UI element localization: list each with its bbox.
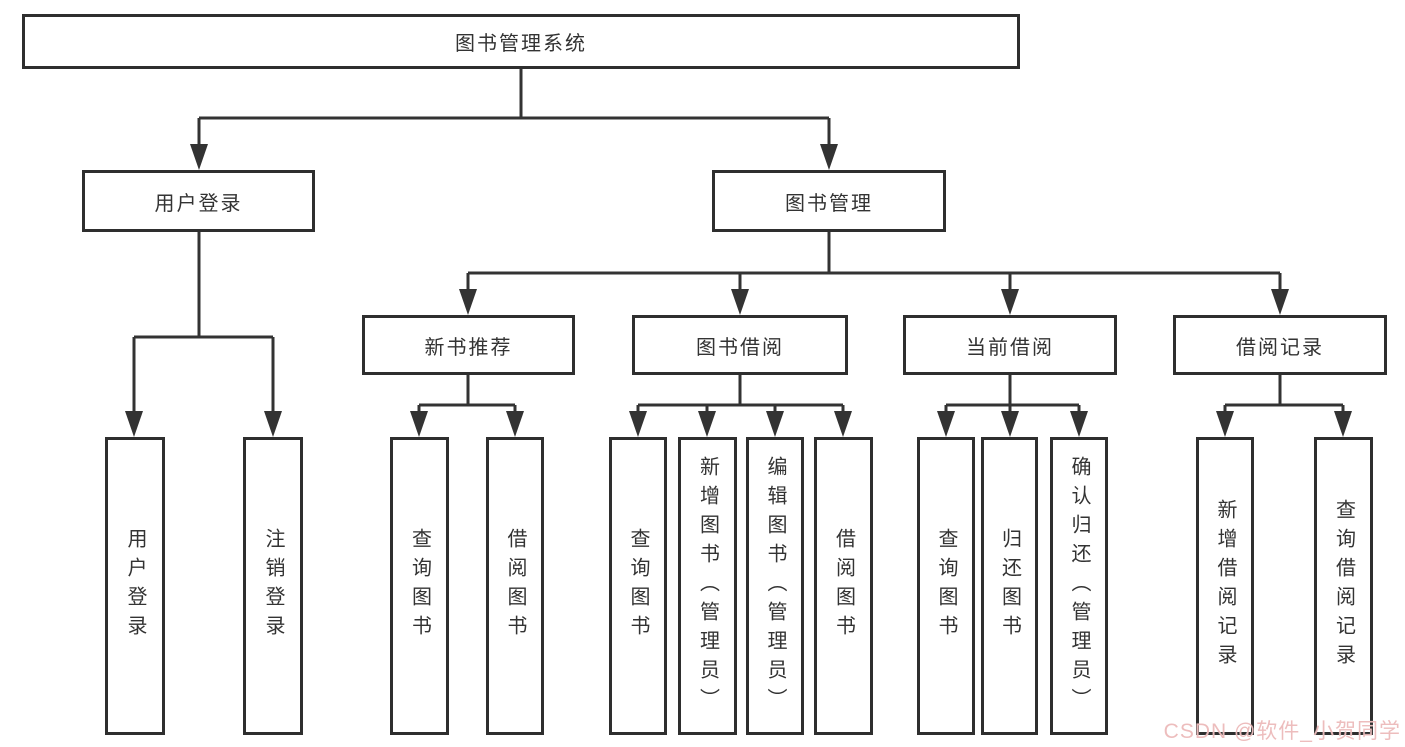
node-borrow-records: 借阅记录 [1173,315,1387,375]
leaf-edit-books-admin: 编辑图书（管理员） [746,437,804,735]
leaf-borrow-books-1: 借阅图书 [486,437,544,735]
connector-bookmgmt-to-level2 [466,232,1282,293]
leaf-borrow-books-2: 借阅图书 [814,437,873,735]
node-user-login: 用户登录 [82,170,315,232]
leaf-return-books: 归还图书 [981,437,1038,735]
leaf-add-borrow-record: 新增借阅记录 [1196,437,1254,735]
connector-root-to-level1 [197,69,831,148]
leaf-query-borrow-record: 查询借阅记录 [1314,437,1373,735]
arrowheads-level2 [459,289,1289,315]
node-new-book-recommend: 新书推荐 [362,315,575,375]
arrowheads-level1 [190,144,838,170]
csdn-watermark: CSDN @软件_小贺同学 [1163,720,1401,743]
connector-records-to-leaves [1223,375,1345,415]
leaf-add-books-admin: 新增图书（管理员） [678,437,737,735]
node-library-system: 图书管理系统 [22,14,1020,69]
connector-bookborrow-to-leaves [636,375,845,415]
connector-newbooks-to-leaves [417,375,517,415]
connector-userlogin-to-leaves [132,232,275,415]
connector-currentborrow-to-leaves [944,375,1081,415]
leaf-query-books-3: 查询图书 [917,437,975,735]
leaf-user-login: 用户登录 [105,437,165,735]
node-current-borrow: 当前借阅 [903,315,1117,375]
leaf-logout: 注销登录 [243,437,303,735]
arrowheads-userlogin-leaves [125,411,282,437]
leaf-confirm-return-admin: 确认归还（管理员） [1050,437,1108,735]
leaf-query-books-1: 查询图书 [390,437,449,735]
node-book-management: 图书管理 [712,170,946,232]
leaf-query-books-2: 查询图书 [609,437,667,735]
arrowheads-leaf-row [410,411,1352,437]
node-book-borrow: 图书借阅 [632,315,848,375]
